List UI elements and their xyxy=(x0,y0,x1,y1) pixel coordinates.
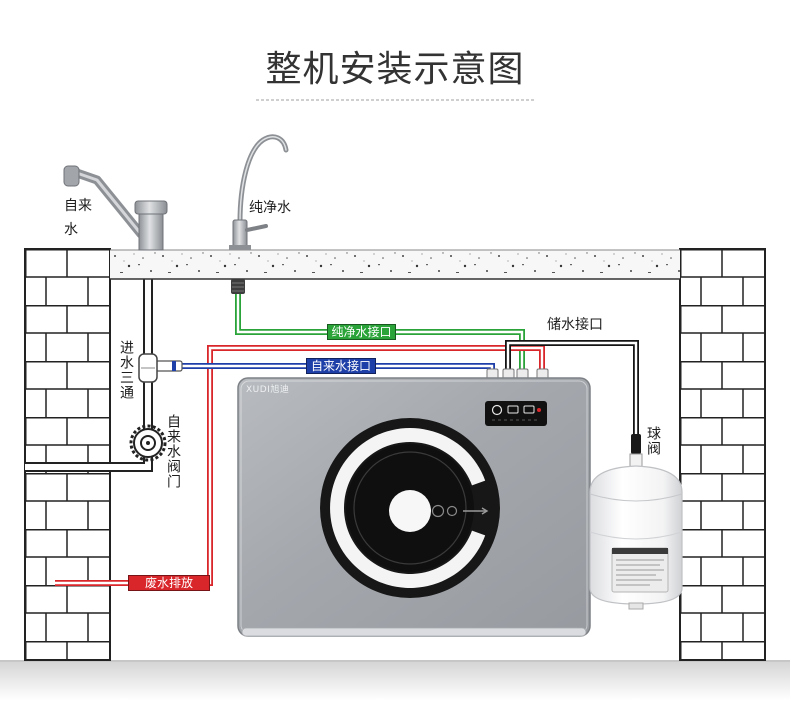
floor xyxy=(0,660,790,700)
brick-wall-right xyxy=(680,249,765,660)
emblem-center-dot xyxy=(389,490,431,532)
storage-port-label: 储水接口 xyxy=(547,317,603,333)
faucet-base xyxy=(139,212,163,250)
water-purifier-unit xyxy=(238,369,590,636)
pure-water-port-label: 纯净水接口 xyxy=(327,324,396,340)
tap-valve-label: 自来水阀门 xyxy=(165,414,181,489)
machine-base-rim xyxy=(242,628,586,636)
tap-water-label: 自来水 xyxy=(64,194,94,242)
display-indicator-icon xyxy=(537,408,541,412)
machine-brand-logo: XUDI旭迪 xyxy=(246,385,289,395)
brick-wall-left xyxy=(25,249,110,660)
tap-water-valve xyxy=(131,426,165,460)
inlet-tee-label: 进水三通 xyxy=(118,340,134,400)
pressure-tank xyxy=(590,454,682,609)
control-display-panel xyxy=(485,401,547,426)
inlet-tee-fitting xyxy=(139,354,182,382)
waste-discharge-label: 废水排放 xyxy=(128,575,210,591)
pure-faucet-body xyxy=(233,220,247,249)
faucet-handle xyxy=(135,201,167,214)
faucet-nozzle xyxy=(64,166,79,186)
pure-water-label: 纯净水 xyxy=(249,200,291,216)
tank-sticker xyxy=(612,548,668,592)
countertop xyxy=(110,250,680,279)
tank-foot xyxy=(629,603,643,609)
ball-valve xyxy=(631,434,641,454)
pure-water-faucet xyxy=(229,137,286,250)
title-subtext-decoration xyxy=(256,99,536,101)
ball-valve-label: 球阀 xyxy=(645,426,661,456)
pure-faucet-lever xyxy=(247,226,266,230)
pure-faucet-flange xyxy=(229,245,251,250)
tap-water-port-label: 自来水接口 xyxy=(306,358,376,374)
page-title: 整机安装示意图 xyxy=(0,48,790,92)
